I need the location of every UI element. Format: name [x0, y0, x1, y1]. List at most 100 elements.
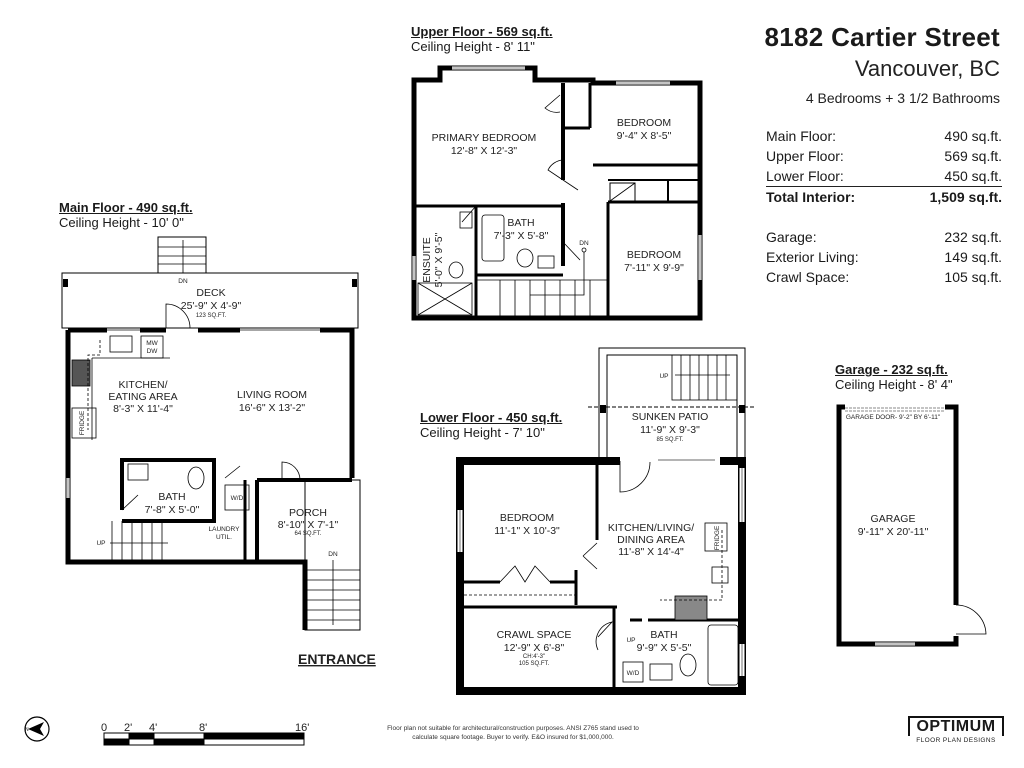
scale-tick-0: 0	[101, 722, 107, 734]
main-floor-title: Main Floor - 490 sq.ft.	[59, 200, 193, 215]
lower-floor-ceiling: Ceiling Height - 7' 10"	[420, 425, 545, 440]
room-label-laundry-1: LAUNDRY	[209, 526, 241, 533]
garage-title: Garage - 232 sq.ft.	[835, 362, 948, 377]
room-label-ensuite: ENSUITE	[421, 237, 433, 283]
room-label-laundry-2: UTIL.	[216, 534, 232, 541]
room-dim-lower-bath: 9'-9" X 5'-5"	[637, 642, 692, 654]
room-dim-living: 16'-6" X 13'-2"	[239, 402, 306, 414]
room-label-lower-bedroom: BEDROOM	[500, 512, 554, 524]
room-label-deck: DECK	[196, 287, 225, 299]
room-dim-primary-bedroom: 12'-8" X 12'-3"	[451, 145, 518, 157]
room-label-bedroom-2: BEDROOM	[617, 117, 671, 129]
garage-door-label: GARAGE DOOR- 9'-2" BY 6'-11"	[846, 414, 941, 421]
room-dim-lower-kitchen: 11'-8" X 14'-4"	[618, 546, 684, 558]
room-dim-deck: 25'-9" X 4'-9"	[181, 300, 242, 312]
room-sq-crawl: 105 SQ.FT.	[519, 661, 550, 667]
washer-dryer-label: W/D	[231, 495, 244, 502]
stat-value: 149 sq.ft.	[944, 249, 1002, 265]
room-label-garage: GARAGE	[871, 513, 916, 525]
room-sq-deck: 123 SQ.FT.	[196, 313, 227, 319]
lower-wd-label: W/D	[627, 670, 640, 677]
stat-value: 105 sq.ft.	[944, 269, 1002, 285]
room-dim-bedroom-2: 9'-4" X 8'-5"	[617, 130, 672, 142]
lower-floor-title: Lower Floor - 450 sq.ft.	[420, 410, 563, 425]
room-dim-ensuite: 5'-0" X 9'-5"	[433, 232, 445, 287]
dishwasher-label: DW	[147, 348, 159, 355]
stat-value: 450 sq.ft.	[944, 168, 1002, 184]
garage-plan	[836, 404, 987, 647]
room-dim-kitchen: 8'-3" X 11'-4"	[113, 403, 173, 415]
room-dim-upper-bath: 7'-3" X 5'-8"	[494, 230, 549, 242]
room-label-lower-kitchen-1: KITCHEN/LIVING/	[608, 522, 694, 534]
logo-subtitle: FLOOR PLAN DESIGNS	[916, 737, 996, 744]
property-address: 8182 Cartier Street	[764, 22, 1000, 52]
room-sq-porch: 64 SQ.FT.	[294, 531, 321, 537]
room-label-main-bath: BATH	[158, 491, 185, 503]
upper-floor-title: Upper Floor - 569 sq.ft.	[411, 24, 553, 39]
property-city: Vancouver, BC	[854, 56, 1000, 81]
company-logo: OPTIMUM FLOOR PLAN DESIGNS	[908, 716, 1004, 744]
disclaimer-text: Floor plan not suitable for architectura…	[387, 725, 639, 741]
compass-north-label: N	[25, 727, 29, 733]
stat-label: Lower Floor:	[766, 168, 844, 184]
stat-label: Garage:	[766, 229, 817, 245]
room-dim-porch: 8'-10" X 7'-1"	[278, 519, 339, 531]
porch-stairs-dn: DN	[328, 551, 338, 558]
lower-floor-plan	[456, 347, 755, 695]
deck-stairs-dn: DN	[178, 278, 188, 285]
stat-value: 569 sq.ft.	[944, 148, 1002, 164]
room-label-lower-bath: BATH	[650, 629, 677, 641]
scale-tick-16: 16'	[295, 722, 309, 734]
room-label-lower-kitchen-2: DINING AREA	[617, 534, 685, 546]
crawl-ceiling-height: CH:4'-3"	[523, 654, 545, 660]
room-label-patio: SUNKEN PATIO	[632, 411, 709, 423]
stat-row-exterior: Exterior Living: 149 sq.ft.	[766, 247, 1002, 267]
stat-label: Crawl Space:	[766, 269, 850, 285]
room-sq-patio: 85 SQ.FT.	[656, 437, 683, 443]
main-floor-ceiling: Ceiling Height - 10' 0"	[59, 215, 184, 230]
room-label-living: LIVING ROOM	[237, 389, 307, 401]
logo-wordmark: OPTIMUM	[908, 716, 1004, 736]
room-dim-lower-bedroom: 11'-1" X 10'-3"	[494, 525, 560, 537]
stat-row-upper: Upper Floor: 569 sq.ft.	[766, 146, 1002, 166]
scale-tick-4: 4'	[149, 722, 157, 734]
stat-label: Upper Floor:	[766, 148, 844, 164]
stat-label: Exterior Living:	[766, 249, 859, 265]
entrance-label: ENTRANCE	[298, 651, 376, 667]
scale-bar	[103, 732, 305, 746]
room-label-porch: PORCH	[289, 507, 327, 519]
property-summary: 4 Bedrooms + 3 1/2 Bathrooms	[805, 90, 1000, 106]
scale-tick-8: 8'	[199, 722, 207, 734]
fridge-label: FRIDGE	[79, 410, 86, 435]
stat-value: 1,509 sq.ft.	[929, 189, 1002, 205]
stat-row-crawl: Crawl Space: 105 sq.ft.	[766, 267, 1002, 287]
upper-floor-plan	[411, 65, 703, 321]
upper-floor-ceiling: Ceiling Height - 8' 11"	[411, 39, 535, 54]
room-label-bedroom-3: BEDROOM	[627, 249, 681, 261]
room-dim-patio: 11'-9" X 9'-3"	[640, 424, 700, 436]
area-summary-table: Main Floor: 490 sq.ft. Upper Floor: 569 sq…	[766, 126, 1002, 287]
stat-label: Main Floor:	[766, 128, 837, 144]
patio-stairs-up: UP	[659, 373, 668, 380]
room-dim-garage: 9'-11" X 20'-11"	[858, 526, 929, 538]
stairs-dn-label: DN	[579, 240, 589, 247]
room-label-upper-bath: BATH	[507, 217, 534, 229]
stat-value: 490 sq.ft.	[944, 128, 1002, 144]
stat-row-total: Total Interior: 1,509 sq.ft.	[766, 187, 1002, 207]
garage-ceiling: Ceiling Height - 8' 4"	[835, 377, 953, 392]
stat-row-lower: Lower Floor: 450 sq.ft.	[766, 166, 1002, 187]
stairs-up-label: UP	[96, 540, 105, 547]
stat-label: Total Interior:	[766, 189, 856, 205]
scale-tick-2: 2'	[124, 722, 132, 734]
room-label-kitchen-1: KITCHEN/	[118, 379, 167, 391]
room-label-kitchen-2: EATING AREA	[108, 391, 177, 403]
lower-fridge-label: FRIDGE	[714, 525, 721, 550]
compass-icon	[24, 716, 50, 742]
main-floor-plan	[61, 236, 361, 631]
stat-value: 232 sq.ft.	[944, 229, 1002, 245]
room-label-crawl: CRAWL SPACE	[497, 629, 572, 641]
microwave-label: MW	[146, 340, 158, 347]
room-label-primary-bedroom: PRIMARY BEDROOM	[432, 132, 537, 144]
room-dim-crawl: 12'-9" X 6'-8"	[504, 642, 565, 654]
